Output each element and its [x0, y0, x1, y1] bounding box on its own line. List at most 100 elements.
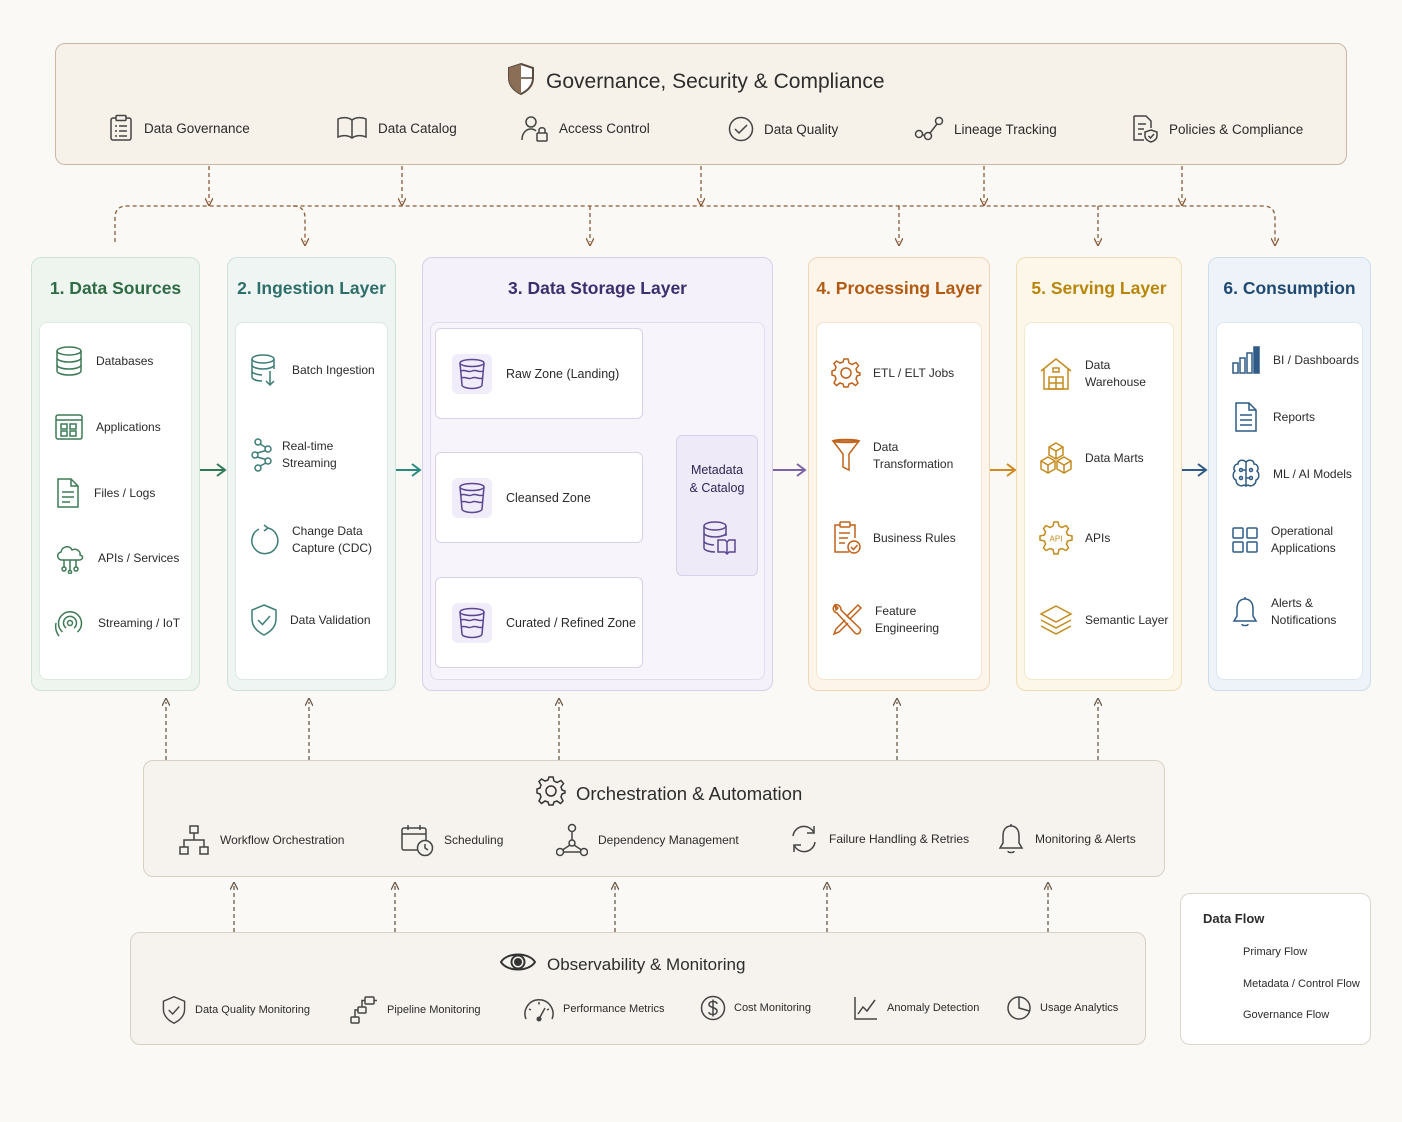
source-files-logs[interactable]: Files / Logs — [54, 477, 155, 509]
orchestration-title: Orchestration & Automation — [536, 776, 802, 811]
book-icon — [337, 116, 367, 139]
data-sources-inner: Databases Applications Files / Logs APIs… — [39, 322, 192, 680]
shield-check-icon — [251, 604, 277, 636]
processing-column: 4. Processing Layer ETL / ELT Jobs Data … — [808, 257, 990, 691]
orchestration-scheduling[interactable]: Scheduling — [400, 823, 503, 857]
consumption-bi-dashboards[interactable]: BI / Dashboards — [1231, 345, 1359, 375]
eye-icon — [499, 949, 537, 980]
governance-item-lineage-tracking[interactable]: Lineage Tracking — [914, 116, 1057, 142]
gear-icon — [536, 776, 566, 811]
legend-primary-flow: Primary Flow — [1243, 946, 1308, 958]
warehouse-icon — [1040, 358, 1072, 390]
serving-title: 5. Serving Layer — [1031, 278, 1167, 298]
orchestration-panel: Orchestration & Automation Workflow Orch… — [143, 760, 1165, 877]
cleansed-zone[interactable]: Cleansed Zone — [435, 452, 643, 543]
check-circle-icon — [728, 116, 754, 142]
tools-icon — [832, 603, 863, 636]
storage-title: 3. Data Storage Layer — [508, 278, 687, 298]
lineage-icon — [914, 116, 944, 141]
db-book-icon — [703, 521, 736, 556]
orchestration-monitoring-alerts[interactable]: Monitoring & Alerts — [997, 823, 1136, 855]
orchestration-failure-handling[interactable]: Failure Handling & Retries — [789, 823, 969, 855]
observability-usage-analytics[interactable]: Usage Analytics — [1006, 995, 1118, 1021]
serving-apis[interactable]: API APIs — [1039, 521, 1110, 555]
shield-check-icon — [162, 996, 186, 1025]
gear-icon — [831, 358, 861, 388]
consumption-column: 6. Consumption BI / Dashboards Reports M… — [1208, 257, 1371, 691]
ingestion-cdc[interactable]: Change Data Capture (CDC) — [250, 523, 372, 557]
workflow-icon — [179, 825, 209, 855]
clipboard-icon — [110, 114, 132, 141]
orchestration-workflow[interactable]: Workflow Orchestration — [178, 824, 344, 856]
ingestion-batch[interactable]: Batch Ingestion — [250, 353, 375, 387]
svg-text:API: API — [1050, 535, 1063, 544]
governance-panel: Governance, Security & Compliance Data G… — [55, 43, 1347, 165]
batch-icon — [251, 354, 275, 387]
source-apis-services[interactable]: APIs / Services — [54, 542, 179, 574]
processing-business-rules[interactable]: Business Rules — [831, 520, 956, 556]
consumption-alerts-notifications[interactable]: Alerts & Notifications — [1231, 595, 1336, 629]
dollar-icon — [700, 995, 726, 1021]
legend-governance-flow: Governance Flow — [1243, 1009, 1330, 1021]
orchestration-dependency[interactable]: Dependency Management — [556, 823, 739, 857]
observability-performance-metrics[interactable]: Performance Metrics — [523, 995, 664, 1023]
line-chart-icon — [854, 997, 877, 1020]
observability-cost-monitoring[interactable]: Cost Monitoring — [700, 995, 811, 1021]
ingestion-title: 2. Ingestion Layer — [237, 278, 386, 298]
metadata-catalog[interactable]: Metadata & Catalog — [676, 435, 758, 576]
serving-data-warehouse[interactable]: Data Warehouse — [1039, 357, 1173, 391]
governance-item-data-governance[interactable]: Data Governance — [108, 114, 250, 142]
curated-zone[interactable]: Curated / Refined Zone — [435, 577, 643, 668]
user-lock-icon — [521, 116, 548, 142]
observability-dq-monitoring[interactable]: Data Quality Monitoring — [161, 995, 310, 1025]
metadata-catalog-label: Metadata & Catalog — [689, 463, 745, 495]
network-icon — [251, 438, 272, 472]
funnel-icon — [831, 438, 861, 472]
serving-inner: Data Warehouse Data Marts API APIs Seman… — [1024, 322, 1174, 680]
observability-pipeline-monitoring[interactable]: Pipeline Monitoring — [349, 995, 481, 1025]
gauge-icon — [524, 999, 554, 1022]
calendar-clock-icon — [401, 825, 434, 857]
report-icon — [1235, 402, 1257, 432]
serving-data-marts[interactable]: Data Marts — [1039, 441, 1144, 475]
source-streaming-iot[interactable]: Streaming / IoT — [54, 607, 180, 639]
processing-etl[interactable]: ETL / ELT Jobs — [831, 357, 954, 389]
brain-icon — [1232, 459, 1260, 487]
serving-semantic-layer[interactable]: Semantic Layer — [1039, 603, 1168, 637]
governance-title: Governance, Security & Compliance — [506, 62, 885, 102]
ingestion-column: 2. Ingestion Layer Batch Ingestion Real-… — [227, 257, 396, 691]
grid-icon — [1232, 527, 1258, 553]
bucket-icon — [452, 477, 492, 518]
governance-item-policies-compliance[interactable]: Policies & Compliance — [1131, 114, 1303, 144]
cycle-icon — [251, 524, 279, 555]
ingestion-validation[interactable]: Data Validation — [250, 603, 371, 637]
data-sources-column: 1. Data Sources Databases Applications F… — [31, 257, 200, 691]
consumption-title: 6. Consumption — [1223, 278, 1356, 298]
legend-title: Data Flow — [1203, 911, 1265, 926]
governance-item-data-catalog[interactable]: Data Catalog — [336, 116, 457, 140]
observability-anomaly-detection[interactable]: Anomaly Detection — [853, 995, 979, 1021]
api-gear-icon: API — [1039, 521, 1073, 555]
bucket-icon — [452, 602, 492, 643]
processing-inner: ETL / ELT Jobs Data Transformation Busin… — [816, 322, 982, 680]
cubes-icon — [1040, 442, 1072, 474]
processing-feature-engineering[interactable]: Feature Engineering — [831, 603, 981, 637]
layers-icon — [1039, 605, 1073, 635]
cloud-api-icon — [57, 546, 84, 574]
governance-item-data-quality[interactable]: Data Quality — [728, 116, 838, 142]
serving-column: 5. Serving Layer Data Warehouse Data Mar… — [1016, 257, 1182, 691]
consumption-operational-apps[interactable]: Operational Applications — [1231, 523, 1336, 557]
processing-transformation[interactable]: Data Transformation — [831, 438, 981, 474]
clipboard-check-icon — [834, 521, 861, 554]
consumption-inner: BI / Dashboards Reports ML / AI Models O… — [1216, 322, 1363, 680]
governance-item-access-control[interactable]: Access Control — [521, 114, 650, 142]
bell-icon — [1232, 596, 1258, 627]
consumption-reports[interactable]: Reports — [1231, 401, 1315, 433]
raw-zone[interactable]: Raw Zone (Landing) — [435, 328, 643, 419]
shield-icon — [506, 62, 536, 102]
source-applications[interactable]: Applications — [54, 412, 161, 442]
source-databases[interactable]: Databases — [54, 345, 153, 377]
consumption-ml-ai-models[interactable]: ML / AI Models — [1231, 458, 1352, 490]
ingestion-realtime[interactable]: Real-time Streaming — [250, 438, 387, 472]
ingestion-inner: Batch Ingestion Real-time Streaming Chan… — [235, 322, 388, 680]
